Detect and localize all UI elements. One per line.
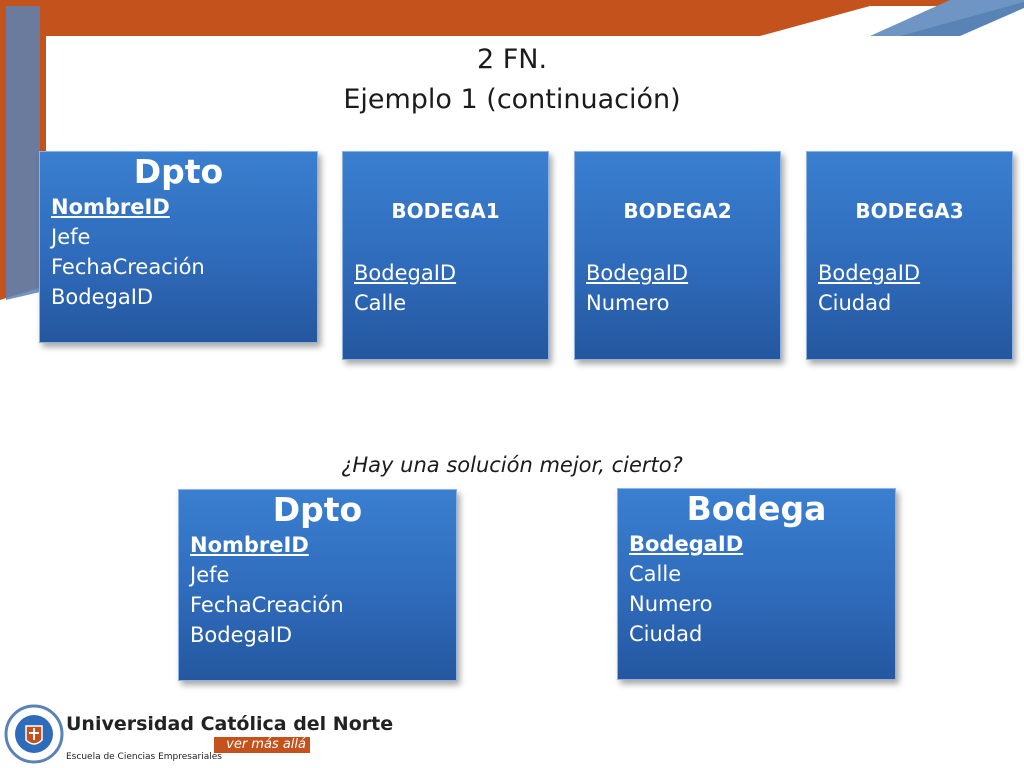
primary-key-field: NombreID bbox=[51, 195, 170, 219]
primary-key-field: BodegaID bbox=[818, 261, 921, 285]
entity-field: Numero bbox=[629, 592, 713, 616]
entity-title: Bodega bbox=[686, 489, 827, 528]
university-seal-icon bbox=[4, 704, 64, 764]
university-tagline: ver más allá bbox=[214, 737, 310, 753]
slide-title-line2: Ejemplo 1 (continuación) bbox=[343, 84, 681, 115]
entity-field: Ciudad bbox=[818, 291, 892, 315]
entity-title: BODEGA2 bbox=[623, 199, 732, 223]
entity-field: Ciudad bbox=[629, 622, 703, 646]
entity-box-dpto-top: Dpto NombreID Jefe FechaCreación BodegaI… bbox=[39, 151, 318, 343]
university-name: Universidad Católica del Norte bbox=[66, 713, 394, 735]
entity-field: BodegaID bbox=[51, 285, 154, 309]
entity-title: Dpto bbox=[272, 490, 363, 529]
slide-title-line1: 2 FN. bbox=[476, 44, 548, 75]
entity-field: Numero bbox=[586, 291, 670, 315]
entity-field: Calle bbox=[629, 562, 682, 586]
entity-box-dpto-bottom: Dpto NombreID Jefe FechaCreación BodegaI… bbox=[178, 489, 457, 681]
entity-field: Jefe bbox=[51, 225, 91, 249]
entity-field: BodegaID bbox=[190, 623, 293, 647]
primary-key-field: BodegaID bbox=[629, 532, 744, 556]
entity-field: Jefe bbox=[190, 563, 230, 587]
question-text: ¿Hay una solución mejor, cierto? bbox=[341, 453, 683, 477]
primary-key-field: BodegaID bbox=[354, 261, 457, 285]
entity-field: Calle bbox=[354, 291, 407, 315]
entity-title: Dpto bbox=[133, 152, 224, 191]
entity-field: FechaCreación bbox=[190, 593, 344, 617]
entity-box-bodega1: BODEGA1 BodegaID Calle bbox=[342, 151, 549, 360]
entity-field: FechaCreación bbox=[51, 255, 205, 279]
entity-box-bodega2: BODEGA2 BodegaID Numero bbox=[574, 151, 781, 360]
entity-title: BODEGA1 bbox=[391, 199, 500, 223]
primary-key-field: BodegaID bbox=[586, 261, 689, 285]
entity-box-bodega: Bodega BodegaID Calle Numero Ciudad bbox=[617, 488, 896, 680]
primary-key-field: NombreID bbox=[190, 533, 309, 557]
school-name: Escuela de Ciencias Empresariales bbox=[66, 752, 222, 762]
entity-title: BODEGA3 bbox=[855, 199, 964, 223]
entity-box-bodega3: BODEGA3 BodegaID Ciudad bbox=[806, 151, 1013, 360]
